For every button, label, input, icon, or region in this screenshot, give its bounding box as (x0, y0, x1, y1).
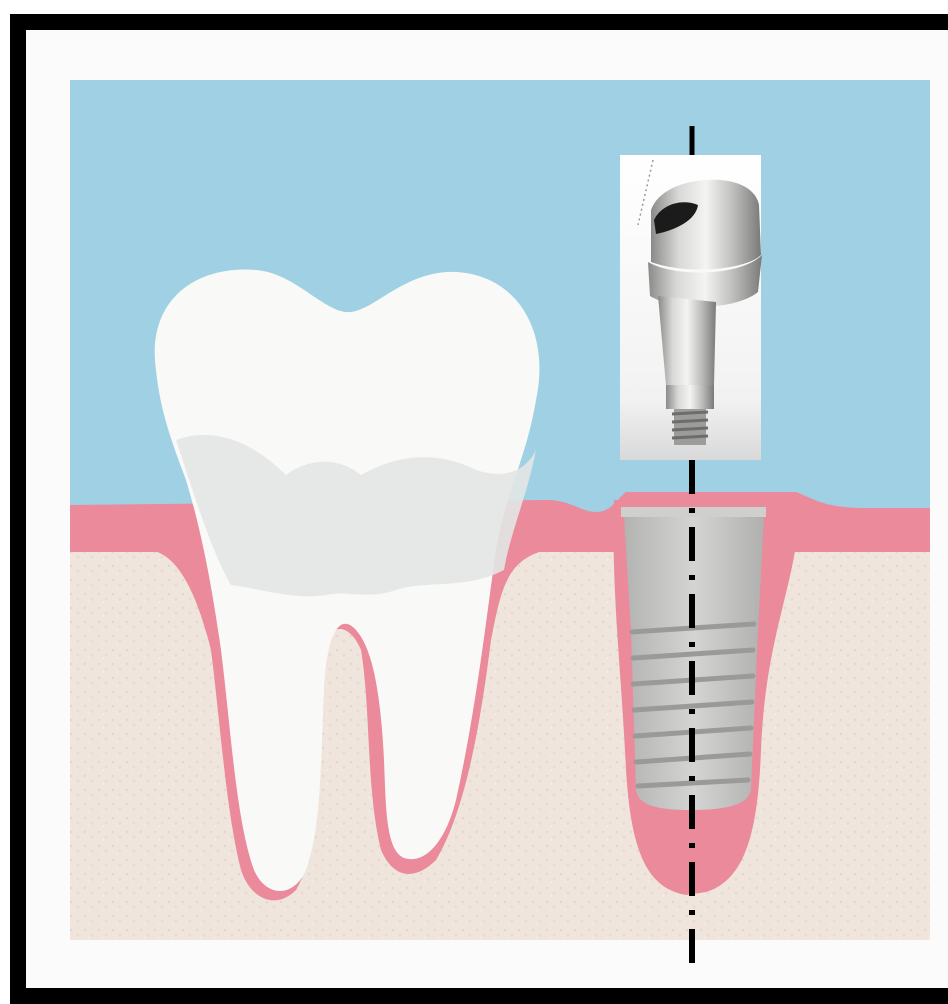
diagram-frame (10, 14, 948, 1004)
implant-diagram (26, 30, 948, 988)
abutment-neck (658, 296, 716, 385)
angled-abutment-photo (620, 155, 762, 460)
abutment-hex (666, 385, 714, 409)
abutment-screw-thread (672, 409, 708, 445)
